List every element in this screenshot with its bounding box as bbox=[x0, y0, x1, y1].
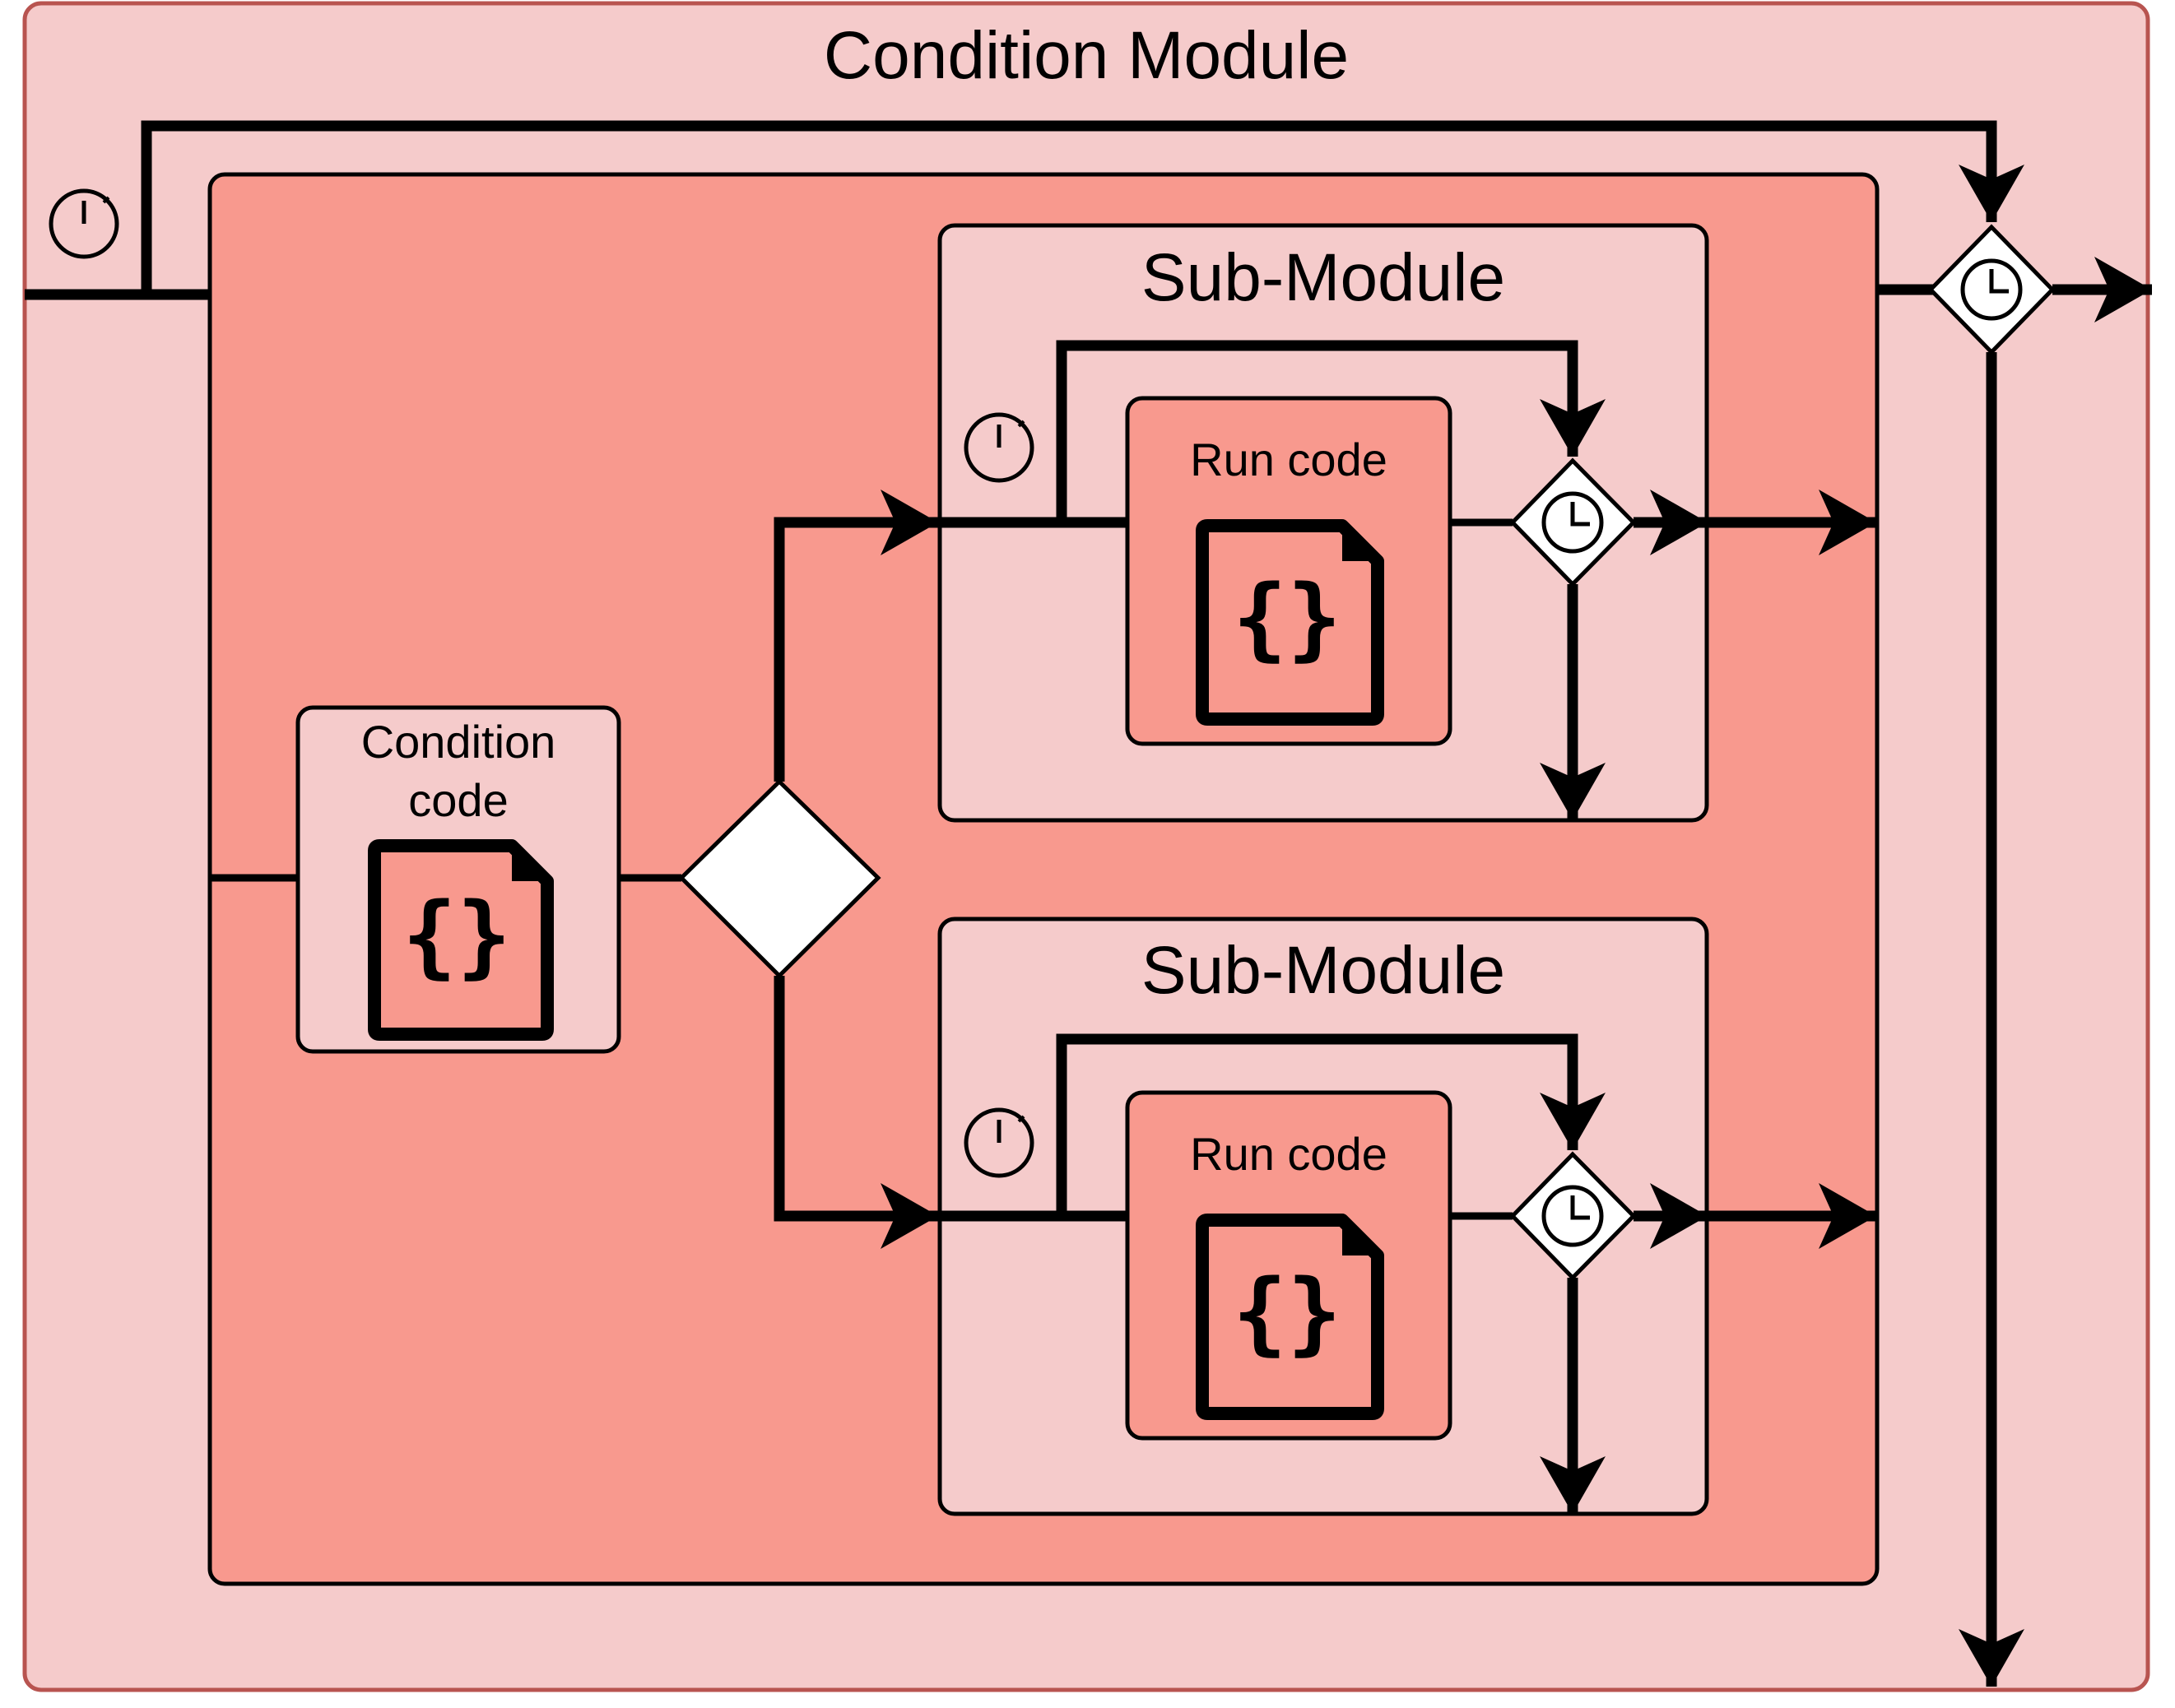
condition-module-outputs bbox=[1959, 257, 2152, 1687]
clock-gateway-icon bbox=[1509, 1151, 1637, 1281]
svg-text:{}: {} bbox=[1233, 565, 1341, 671]
sub-module-start-timer-icon bbox=[964, 1107, 1034, 1178]
clock-gateway-icon bbox=[1509, 457, 1637, 587]
condition-module-skip-path bbox=[25, 120, 2024, 300]
sub-module-1: Sub-Module Run code {} bbox=[937, 223, 1709, 823]
gateway-branches bbox=[774, 490, 938, 1249]
condition-module-start-timer-icon bbox=[49, 188, 119, 259]
sub-module-output-lines bbox=[1708, 490, 1876, 1249]
sub-module-title: Sub-Module bbox=[1141, 933, 1505, 1008]
code-file-icon: {} bbox=[1196, 1214, 1384, 1420]
svg-text:{}: {} bbox=[402, 883, 511, 988]
sub-module-start-timer-icon bbox=[964, 412, 1034, 483]
code-file-icon: {} bbox=[368, 839, 554, 1041]
run-code-label: Run code bbox=[1190, 434, 1387, 485]
condition-code-task: Condition code {} bbox=[295, 705, 621, 1054]
run-code-label: Run code bbox=[1190, 1128, 1387, 1180]
condition-code-label-line1: Condition bbox=[361, 716, 556, 768]
svg-text:{}: {} bbox=[1233, 1260, 1341, 1365]
condition-code-label-line2: code bbox=[408, 774, 508, 826]
code-file-icon: {} bbox=[1196, 519, 1384, 726]
condition-module-title: Condition Module bbox=[824, 18, 1349, 93]
sub-module-2: Sub-Module Run code {} bbox=[937, 917, 1709, 1516]
sub-module-title: Sub-Module bbox=[1141, 240, 1505, 315]
